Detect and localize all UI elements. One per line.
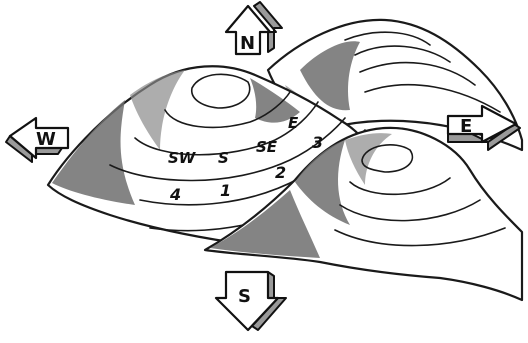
slope-number-4: 4 <box>169 185 181 204</box>
south-arrow-letter: S <box>238 286 251 307</box>
slope-number-1: 1 <box>220 181 231 200</box>
slope-number-3: 3 <box>312 133 323 152</box>
south-arrow-icon: S <box>216 272 286 330</box>
slope-number-2: 2 <box>275 163 286 182</box>
slope-label-sw: SW <box>168 149 197 167</box>
slope-label-se: SE <box>256 138 278 156</box>
west-arrow-icon: W <box>6 118 68 162</box>
north-arrow-letter: N <box>240 33 255 54</box>
slope-label-s: S <box>218 149 229 167</box>
slope-label-e: E <box>288 114 299 132</box>
north-arrow-icon: N <box>226 2 282 54</box>
west-arrow-letter: W <box>36 129 56 150</box>
east-arrow-letter: E <box>460 116 472 137</box>
